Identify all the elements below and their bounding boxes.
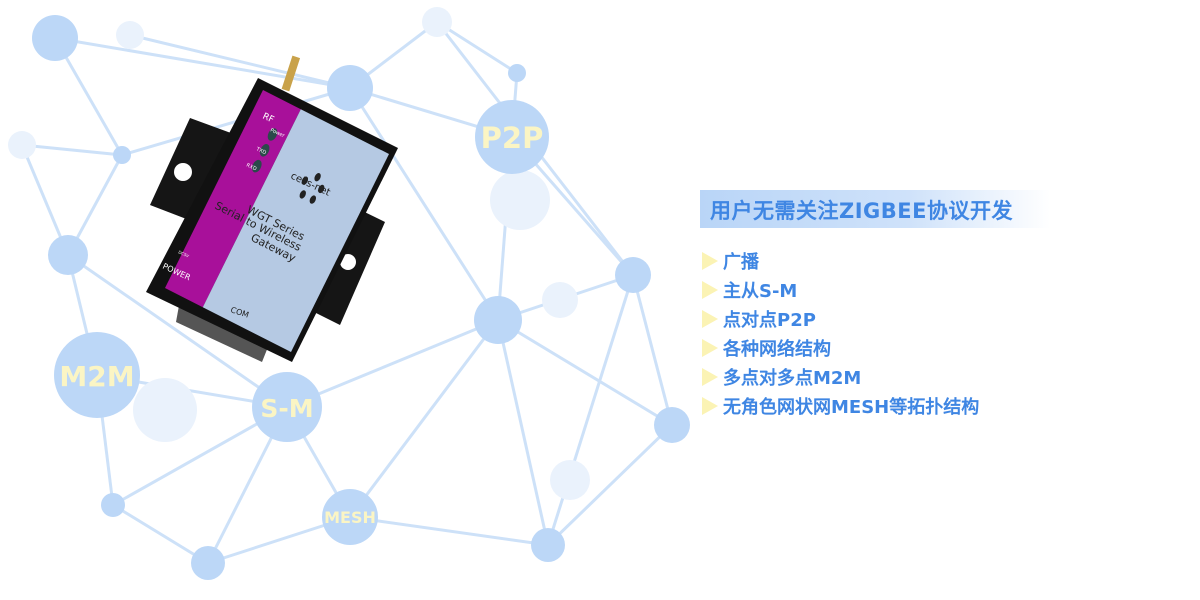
- arrow-bullet-icon: [702, 338, 718, 357]
- arrow-bullet-icon: [702, 280, 718, 299]
- feature-item: 各种网络结构: [702, 333, 979, 362]
- node-label-mesh: MESH: [324, 508, 376, 527]
- headline-text: 用户无需关注ZIGBEE协议开发: [710, 199, 1013, 223]
- node-m2m: [54, 332, 140, 418]
- headline-banner: 用户无需关注ZIGBEE协议开发: [700, 190, 1050, 228]
- feature-text: 广播: [723, 251, 759, 273]
- rf-label: RF: [261, 112, 276, 126]
- faint-nodes: [8, 7, 590, 500]
- network-links: [20, 20, 674, 565]
- feature-text: 多点对多点M2M: [723, 367, 862, 389]
- led-rxd-label: RXD: [245, 162, 257, 172]
- feature-item: 点对点P2P: [702, 304, 979, 333]
- antenna: [281, 55, 301, 92]
- node-p2p: [475, 100, 549, 174]
- gateway-device: RF Power TXD RXD cells-net WGT Series Se…: [146, 55, 398, 362]
- node-label-p2p: P2P: [481, 121, 544, 155]
- feature-item: 多点对多点M2M: [702, 362, 979, 391]
- feature-list: 广播 主从S-M 点对点P2P 各种网络结构 多点对多点M2M 无角色网状网ME…: [702, 246, 979, 420]
- feature-text: 主从S-M: [723, 280, 798, 302]
- node-mesh: [322, 489, 378, 545]
- arrow-bullet-icon: [702, 396, 718, 415]
- arrow-bullet-icon: [702, 251, 718, 270]
- node-label-m2m: M2M: [59, 360, 134, 393]
- feature-item: 广播: [702, 246, 979, 275]
- feature-text: 点对点P2P: [723, 309, 816, 331]
- led-txd-label: TXD: [254, 146, 267, 156]
- feature-item: 无角色网状网MESH等拓扑结构: [702, 391, 979, 420]
- dc-label: DC5V: [178, 249, 190, 258]
- arrow-bullet-icon: [702, 367, 718, 386]
- node-s-m: [252, 372, 322, 442]
- node-label-s-m: S-M: [260, 394, 313, 423]
- feature-text: 各种网络结构: [723, 338, 831, 360]
- feature-item: 主从S-M: [702, 275, 979, 304]
- arrow-bullet-icon: [702, 309, 718, 328]
- network-nodes: [32, 15, 690, 580]
- feature-text: 无角色网状网MESH等拓扑结构: [723, 396, 980, 418]
